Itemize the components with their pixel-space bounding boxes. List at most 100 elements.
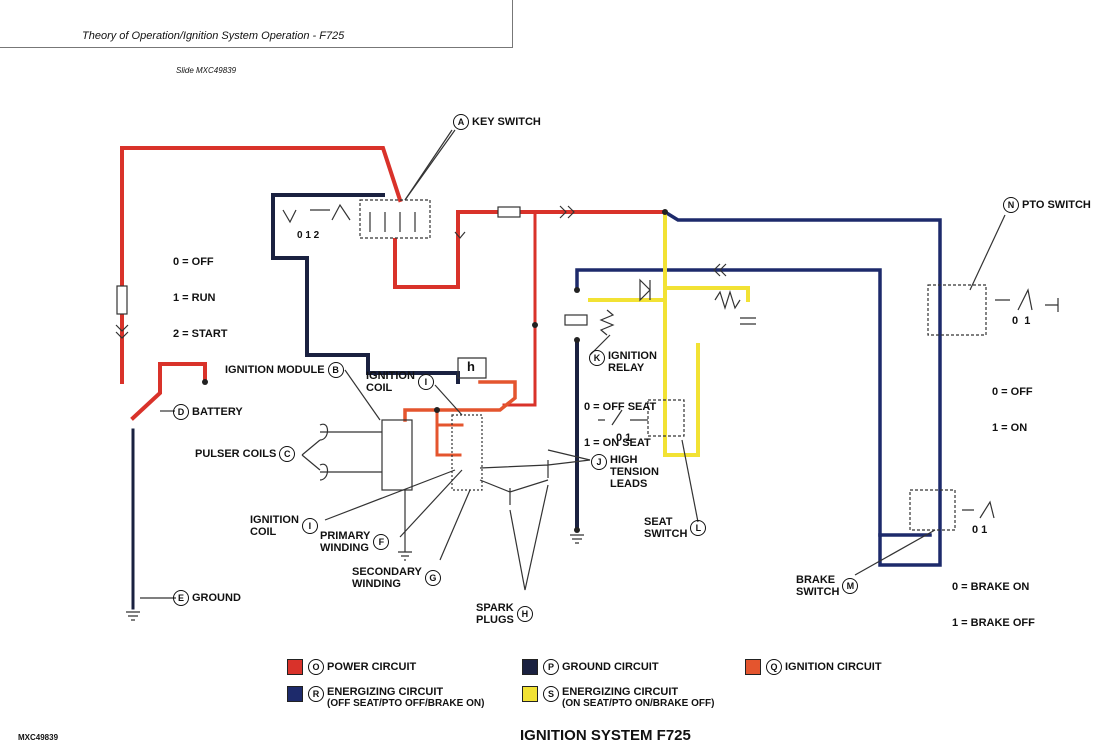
junction-dot-1 [202,379,208,385]
header-frame: Theory of Operation/Ignition System Oper… [0,0,513,48]
footer-id: MXC49839 [18,733,59,742]
key-position-run: 1 = RUN [173,292,216,304]
key-switch-digits: 0 1 2 [297,230,320,241]
pto-switch-body [927,284,987,336]
legend-swatch-energizing-off [287,686,303,702]
inline-fuse-left [116,285,128,315]
legend-swatch-energizing-on [522,686,538,702]
callout-leader-C [301,439,321,471]
relay-position-off-seat: 0 = OFF SEAT [584,401,657,413]
inline-fuse-top [497,206,521,218]
brake-position-on: 0 = BRAKE ON [952,581,1030,593]
callout-leader-N [969,214,1006,291]
ignition-wire-coil [435,408,464,457]
page-title: Theory of Operation/Ignition System Oper… [82,30,345,42]
energizing-wire-seat [588,210,750,457]
seat-switch-digits: 0 1 [616,432,632,444]
junction-dot-4 [574,337,580,343]
pto-switch-symbol [995,288,1059,312]
legend-swatch-ignition [745,659,761,675]
relay-position-on-seat: 1 = ON SEAT [584,437,651,449]
connector-key [454,231,466,239]
callout-leader-F [399,469,463,538]
relay-resistor [564,314,588,326]
key-switch-leader-A [404,129,453,201]
module-h-label: h [467,359,475,374]
callout-leader-B [344,369,381,421]
relay-diode [639,278,651,302]
relay-position-legend: 0 = OFF SEAT 1 = ON SEAT [584,377,656,473]
legend-swatch-ground [522,659,538,675]
callout-leader-J [547,449,591,461]
seat-switch-leader [681,439,699,523]
key-position-off: 0 = OFF [173,256,214,268]
seat-switch-symbol [598,409,648,426]
junction-dot-2 [574,287,580,293]
callout-leader-I-bot [324,469,456,521]
ignition-wire-module [403,380,517,422]
pulser-coil-bot [319,463,382,481]
ground-symbol-module [398,490,412,561]
pulser-coil-top [319,423,382,441]
callout-leader-H [509,484,549,591]
connector-relay-line [713,263,727,277]
ground-wire-module [271,193,460,384]
energizing-wire-relay [575,268,882,537]
ground-symbol-battery [126,611,140,621]
junction-dot-5 [434,407,440,413]
resistor-yellow [714,289,741,311]
callout-leader-G [439,489,471,561]
junction-dot-7 [662,209,668,215]
seat-switch-body [647,399,685,437]
callout-leader-M [854,529,936,576]
module-h-box [457,357,487,379]
connector-top [559,205,575,219]
legend-swatch-power [287,659,303,675]
ignition-module-box [381,419,413,491]
key-switch-body [359,199,431,239]
brake-position-legend: 0 = BRAKE ON 1 = BRAKE OFF [952,557,1035,653]
footer-title: IGNITION SYSTEM F725 [520,727,691,744]
brake-switch-body [909,489,956,531]
key-switch-contacts [369,212,416,232]
power-wire-to-relay [502,210,537,407]
callout-leader-I-top [434,384,463,416]
pto-position-legend: 0 = OFF 1 = ON [992,362,1033,458]
brake-switch-symbol [962,500,995,519]
energizing-wire-pto [662,209,942,567]
brake-position-off: 1 = BRAKE OFF [952,617,1035,629]
power-wire-key-out [393,210,667,289]
power-wire-battery-to-key [120,146,403,421]
junction-dot-6 [574,527,580,533]
pto-position-on: 1 = ON [992,422,1028,434]
brake-switch-digits: 0 1 [972,524,988,536]
relay-coil [599,309,615,336]
pto-position-off: 0 = OFF [992,386,1033,398]
junction-dot-3 [532,322,538,328]
ignition-coil-box [451,414,483,491]
ground-symbol-relay [570,534,584,544]
key-switch-position-legend: 0 = OFF 1 = RUN 2 = START [173,232,228,364]
